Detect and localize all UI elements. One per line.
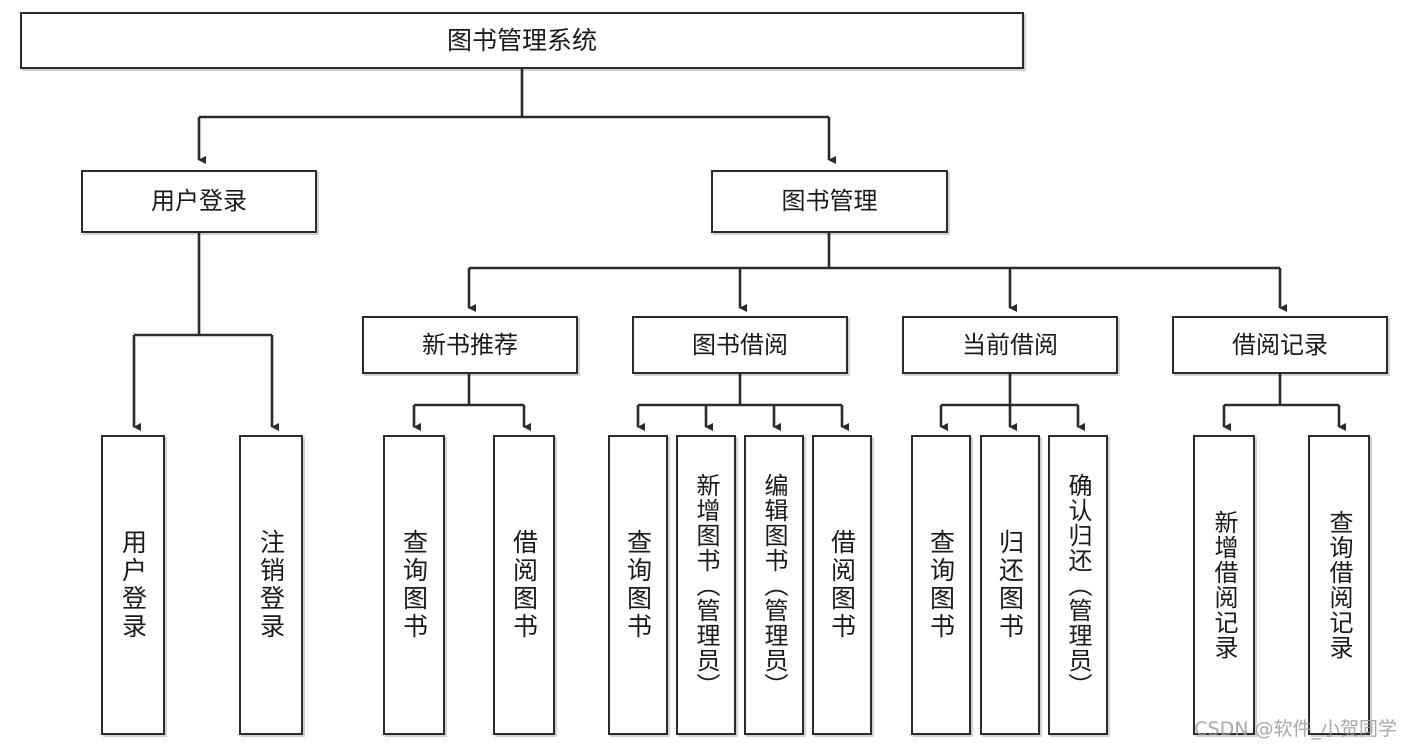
- node-label: 编辑图书（管理员）: [760, 472, 788, 698]
- leaf-new-book-query[interactable]: 查询图书: [383, 435, 445, 735]
- leaf-borrow-record-add[interactable]: 新增借阅记录: [1193, 435, 1255, 735]
- node-book-management[interactable]: 图书管理: [711, 170, 948, 233]
- leaf-book-borrow-add[interactable]: 新增图书（管理员）: [676, 435, 736, 735]
- node-borrow-record[interactable]: 借阅记录: [1172, 316, 1388, 374]
- node-label: 用户登录: [118, 529, 148, 641]
- leaf-user-login-login[interactable]: 用户登录: [101, 435, 165, 735]
- node-label: 当前借阅: [962, 330, 1058, 359]
- node-label: 借阅图书: [827, 529, 857, 641]
- leaf-current-borrow-query[interactable]: 查询图书: [911, 435, 971, 735]
- leaf-current-borrow-return[interactable]: 归还图书: [980, 435, 1040, 735]
- node-label: 新增借阅记录: [1210, 510, 1238, 660]
- node-user-login[interactable]: 用户登录: [81, 170, 317, 233]
- node-label: 图书管理系统: [446, 25, 597, 55]
- node-book-borrow[interactable]: 图书借阅: [632, 316, 848, 374]
- node-label: 注销登录: [256, 529, 286, 641]
- leaf-borrow-record-query[interactable]: 查询借阅记录: [1308, 435, 1370, 735]
- node-label: 归还图书: [995, 529, 1025, 641]
- leaf-book-borrow-edit[interactable]: 编辑图书（管理员）: [744, 435, 804, 735]
- node-label: 查询图书: [926, 529, 956, 641]
- csdn-watermark: CSDN @软件_小贺同学: [1194, 718, 1397, 740]
- node-current-borrow[interactable]: 当前借阅: [902, 316, 1118, 374]
- leaf-current-borrow-confirm-return[interactable]: 确认归还（管理员）: [1048, 435, 1108, 735]
- node-label: 借阅图书: [509, 529, 539, 641]
- node-label: 借阅记录: [1232, 330, 1328, 359]
- leaf-new-book-borrow[interactable]: 借阅图书: [493, 435, 555, 735]
- leaf-book-borrow-borrow[interactable]: 借阅图书: [812, 435, 872, 735]
- node-label: 查询借阅记录: [1325, 510, 1353, 660]
- node-root-system[interactable]: 图书管理系统: [20, 12, 1024, 69]
- leaf-book-borrow-query[interactable]: 查询图书: [608, 435, 668, 735]
- leaf-user-login-logout[interactable]: 注销登录: [239, 435, 303, 735]
- node-new-book-recommend[interactable]: 新书推荐: [362, 316, 578, 374]
- node-label: 图书管理: [781, 187, 878, 216]
- node-label: 新书推荐: [422, 330, 518, 359]
- node-label: 用户登录: [151, 187, 247, 216]
- node-label: 查询图书: [399, 529, 429, 641]
- node-label: 新增图书（管理员）: [692, 472, 720, 698]
- node-label: 图书借阅: [692, 330, 788, 359]
- node-label: 确认归还（管理员）: [1064, 472, 1092, 698]
- node-label: 查询图书: [623, 529, 653, 641]
